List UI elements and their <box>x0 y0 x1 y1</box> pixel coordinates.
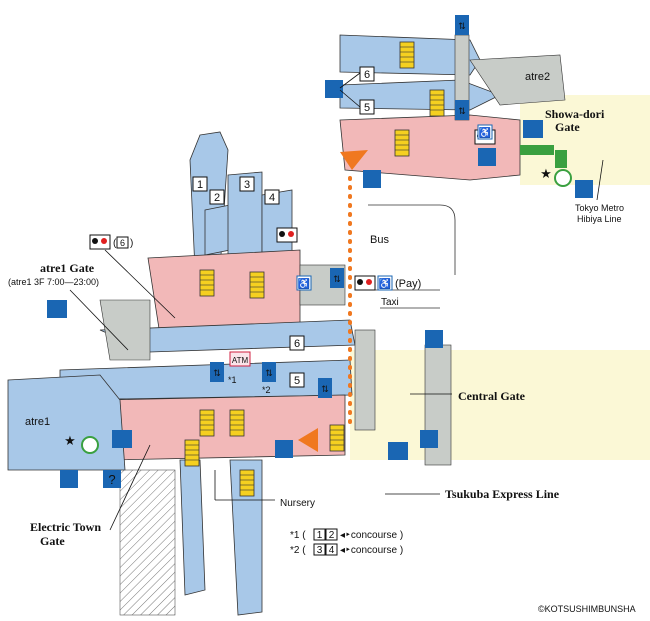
platform-4-label: 4 <box>269 192 275 204</box>
locker-icon <box>325 80 343 98</box>
ticket-machine-icon <box>47 300 67 318</box>
locker-icon <box>363 170 381 188</box>
ticket-machine-icon <box>523 120 543 138</box>
svg-text:⇅: ⇅ <box>213 368 221 378</box>
route-dots <box>298 150 368 452</box>
note-2-suffix: ◂‣concourse ) <box>340 545 403 556</box>
svg-text:♿: ♿ <box>479 126 491 139</box>
atre1-area-label: atre1 <box>25 416 50 428</box>
electric-town-gate-label-1: Electric Town <box>30 520 101 534</box>
svg-text:?: ? <box>108 472 115 487</box>
info-icon: ? <box>103 470 121 488</box>
atm-label: ATM <box>232 356 249 365</box>
taxi-label: Taxi <box>381 297 399 308</box>
elevator-icon: ⇅ <box>318 378 332 398</box>
platform-5-label: 5 <box>294 375 300 387</box>
svg-text:★: ★ <box>540 166 552 181</box>
tsukuba-express-label: Tsukuba Express Line <box>445 487 560 501</box>
nursery-label: Nursery <box>280 498 315 509</box>
note-2-prefix: *2 ( <box>290 545 306 556</box>
locker-icon <box>60 470 78 488</box>
toilet-platform-number: 6 <box>120 238 125 248</box>
platform-labels: 1 2 3 4 5 6 5 6 <box>192 66 375 388</box>
elevator-icon: ⇅ <box>210 362 224 382</box>
facility-icons: ⇅ ⇅ ⇅ ⇅ ⇅ ⇅ ♿ ♿ ♿ ? ★ ★ <box>47 15 593 488</box>
gate-zones <box>350 95 650 460</box>
platform-2-label: 2 <box>214 192 220 204</box>
elevator-icon: ⇅ <box>330 268 344 288</box>
wheelchair-icon: ♿ <box>377 275 393 291</box>
locker-icon <box>425 330 443 348</box>
atre1-hours-label: (atre1 3F 7:00―23:00) <box>8 277 99 287</box>
note-2-b: 4 <box>329 545 335 556</box>
wheelchair-icon: ♿ <box>296 275 312 291</box>
atre2-area-label: atre2 <box>525 71 550 83</box>
ticket-machine-icon <box>388 442 408 460</box>
mark-2-label: *2 <box>262 385 271 395</box>
pay-toilet-label: (Pay) <box>395 278 421 290</box>
atre1-gate-label: atre1 Gate <box>40 261 95 275</box>
gate-icon <box>554 169 572 187</box>
note-1-suffix: ◂‣concourse ) <box>340 530 403 541</box>
svg-text:♿: ♿ <box>379 277 391 290</box>
platform-1-label: 1 <box>197 179 203 191</box>
svg-text:♿: ♿ <box>298 277 310 290</box>
map-labels: ( 6 ) atre1 Gate (atre1 3F 7:00―23:00) a… <box>8 71 636 614</box>
mark-1-label: *1 <box>228 375 237 385</box>
note-1-prefix: *1 ( <box>290 530 306 541</box>
leader-lines <box>69 72 604 531</box>
elevator-icon: ⇅ <box>262 362 276 382</box>
svg-text:★: ★ <box>64 433 76 448</box>
toilet-platform-open: ( <box>113 238 117 249</box>
hibiya-line-label-2: Hibiya Line <box>577 214 622 224</box>
toilet-icon <box>89 234 111 250</box>
central-gate-label: Central Gate <box>458 389 526 403</box>
svg-text:): ) <box>130 238 133 249</box>
locker-icon <box>420 430 438 448</box>
ticket-machine-icon <box>112 430 132 448</box>
showa-dori-gate-label-2: Gate <box>555 120 580 134</box>
roads <box>368 204 456 309</box>
locker-icon <box>478 148 496 166</box>
toilet-icon <box>354 275 376 291</box>
svg-text:⇅: ⇅ <box>265 368 273 378</box>
platforms-vertical <box>179 131 293 616</box>
gate-icon <box>81 436 99 454</box>
wheelchair-icon: ♿ <box>477 124 493 140</box>
bus-label: Bus <box>370 234 389 246</box>
locker-icon <box>275 440 293 458</box>
note-1-b: 2 <box>329 530 335 541</box>
star-icon: ★ <box>540 166 552 181</box>
note-1-a: 1 <box>317 530 323 541</box>
svg-text:⇅: ⇅ <box>458 106 466 116</box>
toilet-icon <box>276 227 298 243</box>
svg-text:⇅: ⇅ <box>333 274 341 284</box>
svg-text:⇅: ⇅ <box>458 21 466 31</box>
platform-6-label: 6 <box>294 338 300 350</box>
locker-icon <box>575 180 593 198</box>
platform-5-upper-label: 5 <box>364 102 370 114</box>
showa-dori-gate-label-1: Showa-dori <box>545 107 605 121</box>
svg-text:⇅: ⇅ <box>321 384 329 394</box>
platform-3-label: 3 <box>244 179 250 191</box>
hibiya-line-label-1: Tokyo Metro <box>575 203 624 213</box>
elevator-icon: ⇅ <box>455 100 469 120</box>
platform-6-upper-label: 6 <box>364 69 370 81</box>
elevator-icon: ⇅ <box>455 15 469 35</box>
electric-town-gate-label-2: Gate <box>40 534 65 548</box>
copyright-label: ©KOTSUSHIMBUNSHA <box>538 604 636 614</box>
star-icon: ★ <box>64 433 76 448</box>
note-2-a: 3 <box>317 545 323 556</box>
